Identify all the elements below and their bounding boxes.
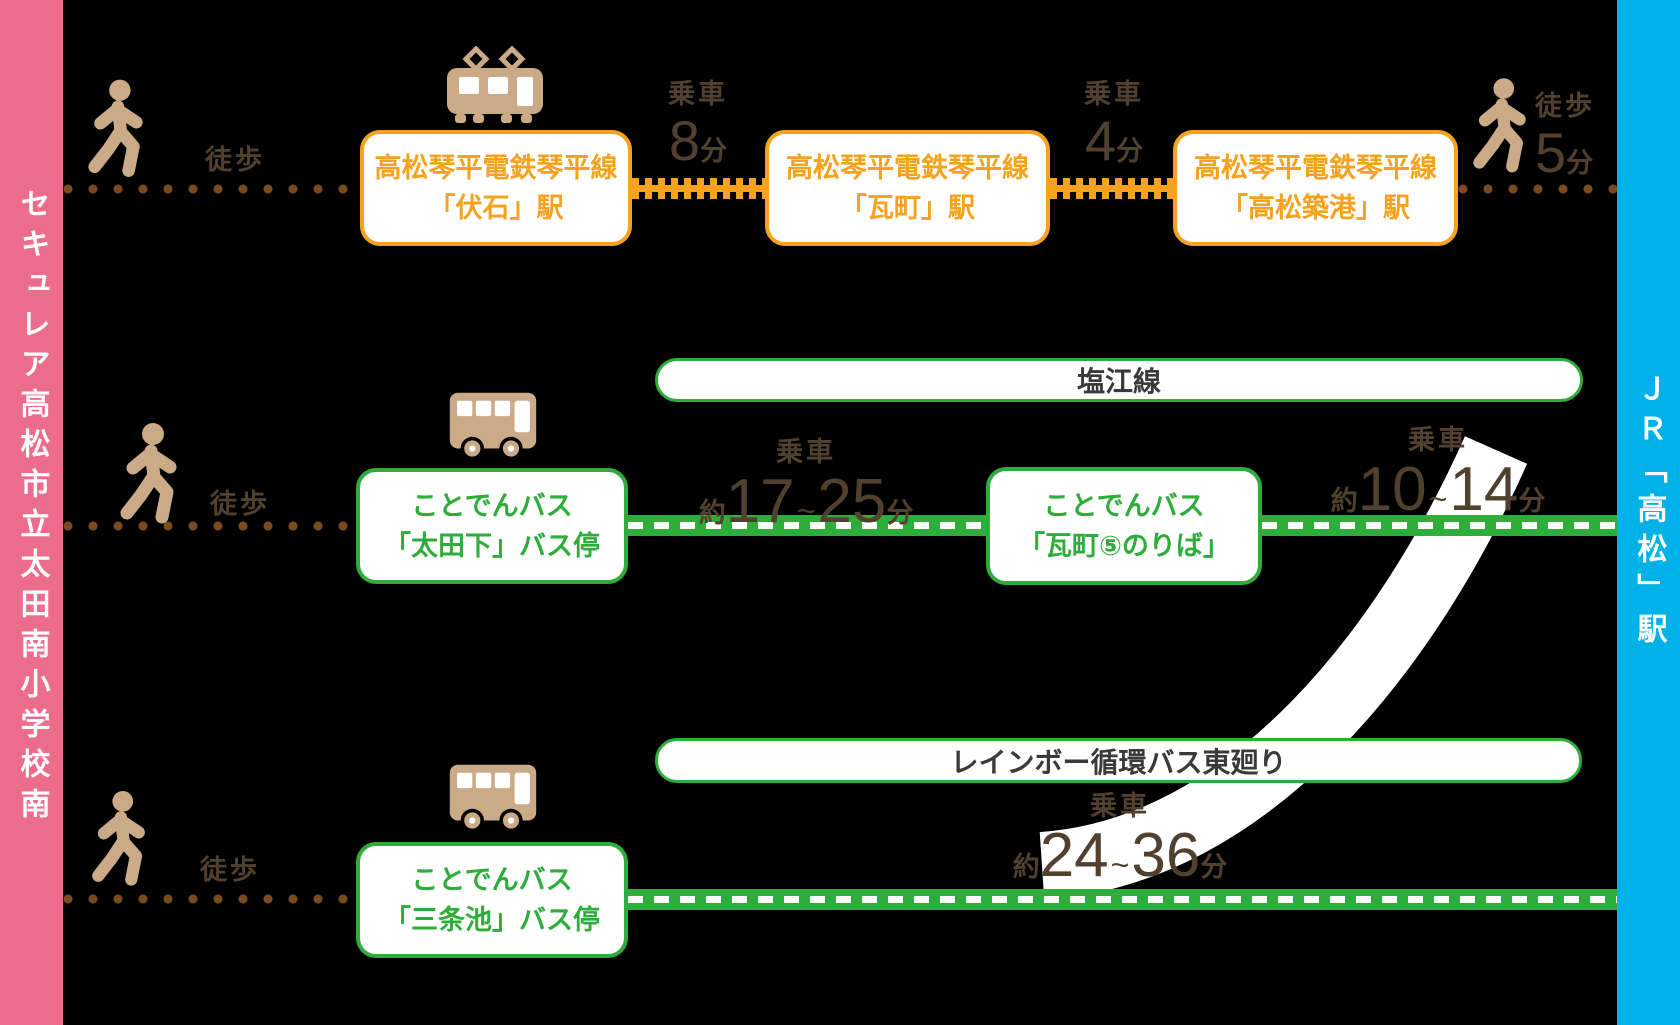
ride-minutes-max: 25 bbox=[817, 467, 887, 536]
ride-duration-bus-1: 乗車 約 17 ~ 25 分 bbox=[699, 430, 914, 533]
walk-label: 徒歩 bbox=[205, 145, 265, 175]
bus-stop-box-otashimo: ことでんバス 「太田下」バス停 bbox=[356, 468, 628, 584]
destination-label: ＪＲ「高松」駅 bbox=[1632, 372, 1666, 653]
approx-label: 約 bbox=[1012, 852, 1040, 882]
minutes-unit: 分 bbox=[1116, 136, 1144, 166]
bus-company: ことでんバス bbox=[411, 490, 573, 521]
minutes-unit: 分 bbox=[1566, 148, 1594, 178]
bus-stop-name: 「太田下」バス停 bbox=[384, 531, 600, 561]
walk-minutes: 5 bbox=[1535, 121, 1567, 184]
bus-stop-box-sanjoike: ことでんバス 「三条池」バス停 bbox=[356, 842, 628, 958]
bus-line-name: 塩江線 bbox=[1076, 366, 1161, 397]
ride-minutes: 4 bbox=[1084, 109, 1117, 172]
walk-path-dotted-line bbox=[63, 184, 360, 194]
ride-duration-bus-3: 乗車 約 24 ~ 36 分 bbox=[1013, 784, 1228, 887]
bus-icon bbox=[448, 760, 538, 836]
ride-minutes-max: 36 bbox=[1131, 821, 1201, 890]
rail-track-line bbox=[1050, 178, 1173, 199]
ride-duration-train-1: 乗車 8 分 bbox=[668, 72, 728, 169]
bus-company: ことでんバス bbox=[1043, 490, 1205, 521]
bus-icon bbox=[448, 388, 538, 464]
ride-minutes-min: 17 bbox=[725, 467, 795, 536]
walk-label: 徒歩 bbox=[1535, 91, 1595, 121]
minutes-unit: 分 bbox=[886, 498, 914, 528]
walking-person-icon bbox=[85, 78, 147, 180]
approx-label: 約 bbox=[698, 498, 726, 528]
range-tilde: ~ bbox=[1110, 847, 1130, 883]
walk-label: 徒歩 bbox=[200, 855, 260, 885]
range-tilde: ~ bbox=[1428, 481, 1448, 517]
station-box-fuseishi: 高松琴平電鉄琴平線 「伏石」駅 bbox=[360, 130, 632, 246]
walking-person-icon bbox=[117, 418, 181, 530]
origin-label: セキュレア高松市立太田南小学校南 bbox=[15, 188, 49, 828]
destination-bar: ＪＲ「高松」駅 bbox=[1617, 0, 1680, 1025]
rail-track-line bbox=[632, 178, 765, 199]
origin-bar: セキュレア高松市立太田南小学校南 bbox=[0, 0, 63, 1025]
bus-line-banner-shionoe: 塩江線 bbox=[655, 358, 1583, 402]
ride-label: 乗車 bbox=[668, 79, 728, 109]
bus-stop-box-kawaramachi-5: ことでんバス 「瓦町⑤のりば」 bbox=[986, 467, 1262, 585]
walk-path-dotted-line bbox=[1458, 184, 1617, 194]
approx-label: 約 bbox=[1330, 486, 1358, 516]
station-line-name: 高松琴平電鉄琴平線 bbox=[374, 152, 618, 183]
station-line-name: 高松琴平電鉄琴平線 bbox=[1194, 152, 1437, 183]
minutes-unit: 分 bbox=[700, 136, 728, 166]
ride-minutes-min: 10 bbox=[1357, 455, 1427, 524]
walk-path-dotted-line bbox=[63, 521, 356, 531]
station-name: 「高松築港」駅 bbox=[1221, 193, 1410, 223]
station-box-kawaramachi: 高松琴平電鉄琴平線 「瓦町」駅 bbox=[765, 130, 1050, 246]
tram-icon bbox=[445, 46, 545, 126]
walk-duration-end: 徒歩 5 分 bbox=[1535, 84, 1595, 181]
walking-person-icon bbox=[88, 790, 150, 888]
walk-label: 徒歩 bbox=[210, 489, 270, 519]
station-name: 「瓦町」駅 bbox=[840, 193, 975, 223]
ride-label: 乗車 bbox=[1084, 79, 1144, 109]
walk-path-dotted-line bbox=[63, 894, 356, 904]
ride-duration-train-2: 乗車 4 分 bbox=[1084, 72, 1144, 169]
bus-route-line bbox=[628, 515, 986, 536]
bus-stop-name: 「三条池」バス停 bbox=[384, 905, 600, 935]
ride-label: 乗車 bbox=[1090, 791, 1150, 821]
ride-label: 乗車 bbox=[776, 437, 836, 467]
station-name: 「伏石」駅 bbox=[428, 193, 564, 223]
station-box-takamatsu-chikko: 高松琴平電鉄琴平線 「高松築港」駅 bbox=[1173, 130, 1458, 246]
ride-minutes-min: 24 bbox=[1039, 821, 1109, 890]
station-line-name: 高松琴平電鉄琴平線 bbox=[786, 152, 1029, 183]
bus-company: ことでんバス bbox=[411, 864, 573, 895]
bus-line-name: レインボー循環バス東廻り bbox=[950, 746, 1287, 778]
ride-label: 乗車 bbox=[1408, 425, 1468, 455]
ride-duration-bus-2: 乗車 約 10 ~ 14 分 bbox=[1331, 418, 1546, 521]
bus-stop-name: 「瓦町⑤のりば」 bbox=[1018, 531, 1230, 561]
walking-person-icon bbox=[1470, 76, 1530, 176]
ride-minutes-max: 14 bbox=[1449, 455, 1519, 524]
bus-route-line bbox=[628, 889, 1617, 910]
minutes-unit: 分 bbox=[1518, 486, 1546, 516]
bus-route-line bbox=[1262, 515, 1617, 536]
bus-line-banner-rainbow: レインボー循環バス東廻り bbox=[655, 738, 1582, 783]
ride-minutes: 8 bbox=[668, 109, 701, 172]
range-tilde: ~ bbox=[796, 493, 816, 529]
minutes-unit: 分 bbox=[1200, 852, 1228, 882]
